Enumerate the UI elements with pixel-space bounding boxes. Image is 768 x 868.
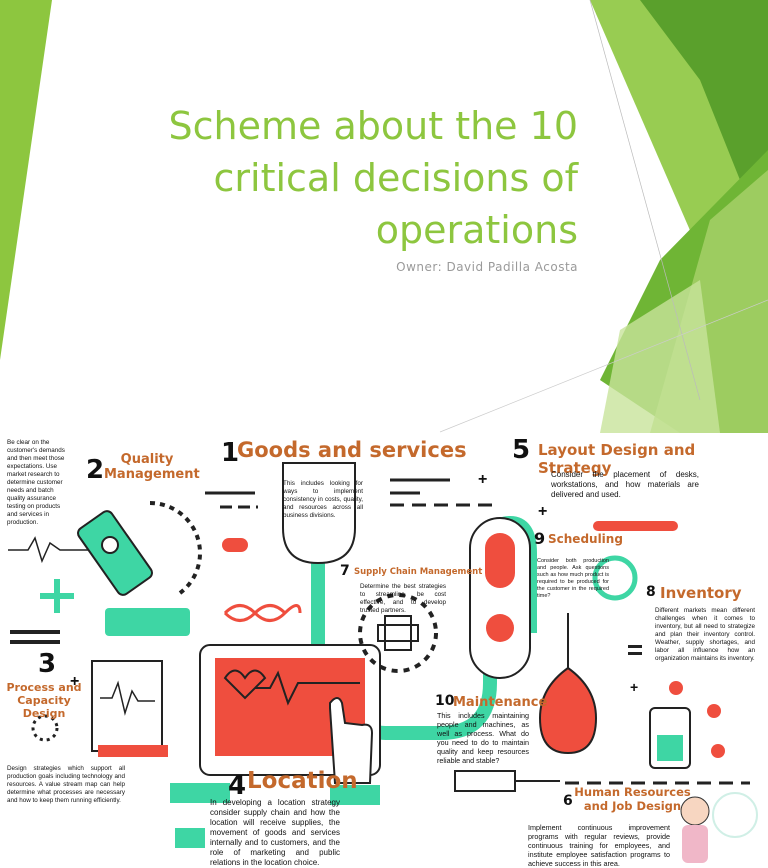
number-6: 6: [563, 793, 573, 809]
bar: [628, 645, 642, 648]
tablet-pulse: [250, 670, 360, 706]
light-ring: [712, 792, 758, 838]
scheduling-description: Consider both production and people. Ask…: [537, 558, 609, 599]
bar: [10, 640, 60, 644]
teal-block: [175, 828, 205, 848]
number-4: 4: [228, 771, 247, 801]
pill-icon: [669, 681, 683, 695]
teal-ring: [592, 555, 638, 601]
flask-icon: [282, 462, 356, 565]
heading-line: Capacity Design: [17, 694, 71, 720]
thin-line: [589, 0, 701, 401]
cross-icon: [384, 615, 412, 651]
right-dark-band: [640, 0, 768, 250]
microscope-knob: [101, 536, 119, 554]
heading-goods-and-services: Goods and services: [237, 438, 467, 462]
heading-supply-chain: Supply Chain Management: [354, 567, 483, 577]
microscope-arm: [77, 510, 153, 596]
infographic: 1 Goods and services This includes looki…: [0, 433, 768, 868]
heading-process-capacity: Process and Capacity Design: [0, 681, 88, 720]
inventory-description: Different markets mean different challen…: [655, 607, 755, 662]
jar-label: [657, 735, 683, 761]
teal-base: [170, 783, 230, 803]
number-3: 3: [38, 649, 57, 679]
title-line: Scheme about the 10: [168, 104, 578, 148]
process-description: Design strategies which support all prod…: [7, 765, 125, 804]
number-7: 7: [340, 563, 350, 579]
title-line: operations: [375, 208, 578, 252]
number-9: 9: [534, 529, 546, 548]
dashed-arc: [149, 501, 202, 595]
left-green-wedge: [0, 0, 52, 360]
bar: [10, 630, 60, 634]
title-line: critical decisions of: [213, 156, 579, 200]
plus-symbol: +: [538, 503, 548, 520]
heading-scheduling: Scheduling: [548, 532, 623, 546]
thin-line: [439, 299, 768, 433]
heading-inventory: Inventory: [660, 584, 742, 602]
dashed-circle: [358, 593, 438, 673]
heading-line: Management: [104, 467, 200, 482]
plus-symbol: +: [70, 673, 80, 690]
owner-subtitle: Owner: David Padilla Acosta: [396, 260, 578, 274]
red-capsule-icon: [485, 533, 515, 588]
heartbeat-line: [8, 536, 88, 564]
microscope-icon: [105, 608, 190, 636]
red-pill-icon: [222, 538, 248, 552]
number-2: 2: [86, 455, 105, 485]
dna-icon: [223, 604, 302, 622]
right-pale-band: [600, 280, 720, 433]
location-description: In developing a location strategy consid…: [210, 798, 340, 867]
teal-base: [330, 785, 380, 805]
layout-description: Consider the placement of desks, worksta…: [551, 470, 699, 499]
chart-card-pulse: [100, 680, 155, 716]
heading-quality-management: Quality Management: [104, 452, 200, 482]
heading-line: Process and: [6, 681, 82, 694]
plus-symbol: +: [478, 471, 488, 488]
number-8: 8: [646, 584, 656, 600]
number-5: 5: [512, 435, 531, 465]
dashed-circle-small: [31, 714, 59, 742]
thermometer-icon: [593, 521, 678, 531]
hr-description: Implement continuous improvement program…: [528, 823, 670, 868]
heading-location: Location: [247, 768, 358, 794]
quality-description: Be clear on the customer's demands and t…: [7, 439, 65, 526]
heart-icon: [223, 669, 267, 700]
dna-icon: [223, 604, 287, 622]
slide-title: Scheme about the 10 critical decisions o…: [118, 100, 578, 256]
maintenance-description: This includes maintaining people and mac…: [437, 711, 529, 765]
infographic-illustration: [8, 462, 758, 863]
pill-icon: [486, 614, 514, 642]
teal-plus-icon: [54, 579, 60, 613]
number-1: 1: [221, 438, 240, 468]
nurse-body: [682, 825, 708, 863]
pill-icon: [707, 704, 721, 718]
heading-human-resources: Human Resources and Job Design: [570, 785, 695, 813]
dropper-icon: [538, 613, 598, 755]
bar: [628, 652, 642, 655]
pill-icon: [711, 744, 725, 758]
heading-line: and Job Design: [583, 799, 682, 813]
cross-icon: [377, 624, 419, 642]
heading-line: Quality: [120, 452, 174, 467]
heading-line: Human Resources: [574, 785, 691, 799]
heading-maintenance: Maintenance: [453, 695, 548, 710]
plus-symbol: +: [630, 679, 639, 695]
chart-card-shadow: [98, 745, 168, 757]
syringe-icon: [454, 770, 516, 792]
goods-description: This includes looking for ways to implem…: [283, 480, 363, 519]
hand-icon: [329, 697, 374, 784]
supply-description: Determine the best strategies to streaml…: [360, 583, 446, 614]
number-10: 10: [435, 693, 455, 709]
heading-layout-design: Layout Design and Strategy: [538, 441, 696, 477]
